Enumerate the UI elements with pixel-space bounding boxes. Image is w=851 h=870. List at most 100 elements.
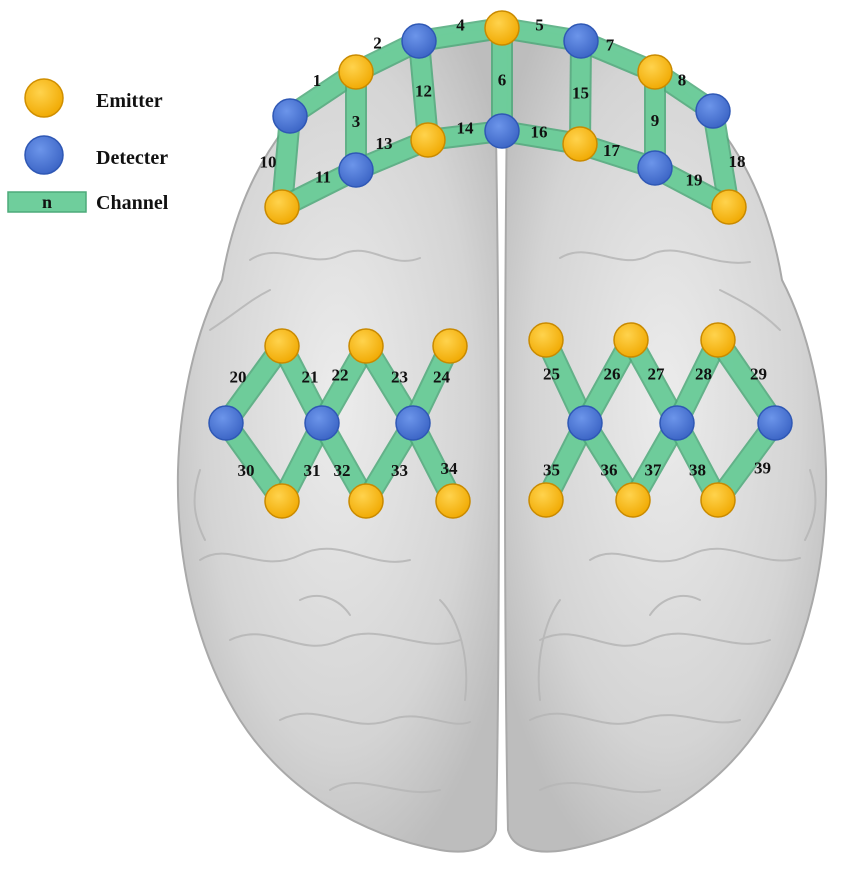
detector-optode-rd3 — [757, 405, 793, 441]
detector-optode-d5 — [563, 23, 599, 59]
channel-35-label: 35 — [543, 461, 560, 480]
emitter-optode-le5 — [348, 483, 384, 519]
detector-optode-ld2 — [304, 405, 340, 441]
detector-optode-d6 — [695, 93, 731, 129]
detector-optode-d2 — [401, 23, 437, 59]
gyrus-5 — [229, 632, 461, 647]
gyrus-11 — [209, 289, 271, 331]
channel-14-label: 14 — [457, 119, 475, 138]
emitter-optode-e2 — [338, 54, 374, 90]
gyrus-18 — [649, 595, 701, 616]
channel-12-label: 12 — [415, 82, 432, 101]
channel-2-label: 2 — [373, 34, 382, 53]
emitter-optode-le3 — [432, 328, 468, 364]
channel-17-label: 17 — [603, 141, 621, 160]
channel-38-label: 38 — [689, 461, 706, 480]
detector-optode-ld1 — [208, 405, 244, 441]
channel-15-label: 15 — [572, 84, 589, 103]
detector-optode-d4 — [484, 113, 520, 149]
channel-29-label: 29 — [750, 365, 767, 384]
detector-optode-d1 — [272, 98, 308, 134]
gyrus-12 — [719, 289, 781, 331]
gyrus-3 — [199, 547, 411, 563]
channel-33-label: 33 — [391, 461, 408, 480]
gyrus-2 — [559, 249, 751, 264]
channel-21-label: 21 — [302, 368, 319, 387]
gyri-texture — [193, 249, 817, 794]
channel-24-label: 24 — [433, 368, 451, 387]
emitter-optode-e1 — [264, 189, 300, 225]
channel-16-label: 16 — [531, 123, 548, 142]
channel-18-label: 18 — [729, 152, 746, 171]
channel-39-label: 39 — [754, 459, 771, 478]
detector-optode-d7 — [637, 150, 673, 186]
channel-30-label: 30 — [238, 461, 255, 480]
emitter-legend-icon — [24, 78, 64, 118]
channel-20-label: 20 — [230, 368, 247, 387]
gyrus-4 — [589, 547, 801, 563]
channel-4-label: 4 — [456, 16, 465, 35]
channel-19-label: 19 — [686, 171, 703, 190]
gyrus-15 — [439, 599, 468, 701]
channel-legend-swatch — [7, 191, 87, 213]
emitter-optode-re6 — [700, 482, 736, 518]
emitter-optode-le1 — [264, 328, 300, 364]
detector-optode-d3 — [338, 152, 374, 188]
channel-37-label: 37 — [645, 461, 663, 480]
channel-25-label: 25 — [543, 365, 560, 384]
gyrus-6 — [539, 632, 771, 647]
emitter-optode-e4 — [484, 10, 520, 46]
channel-34-label: 34 — [441, 459, 459, 478]
emitter-optode-re1 — [528, 322, 564, 358]
gyrus-9 — [329, 781, 441, 794]
channel-5-label: 5 — [535, 16, 544, 35]
emitter-legend-label: Emitter — [96, 90, 163, 112]
legend: Emitter Detecter n Channel — [7, 78, 169, 214]
channel-22-label: 22 — [332, 366, 349, 385]
emitter-optode-re3 — [700, 322, 736, 358]
gyrus-16 — [537, 599, 561, 701]
channel-13-label: 13 — [376, 134, 393, 153]
channel-28-label: 28 — [695, 365, 712, 384]
emitter-optode-re2 — [613, 322, 649, 358]
channel-26-label: 26 — [604, 365, 621, 384]
detector-optode-rd2 — [659, 405, 695, 441]
emitter-optode-e3 — [410, 122, 446, 158]
channel-legend-symbol: n — [42, 192, 52, 212]
detector-legend-label: Detecter — [96, 147, 168, 169]
channel-8-label: 8 — [678, 71, 687, 90]
gyrus-13 — [193, 469, 206, 541]
gyrus-7 — [279, 712, 471, 725]
channel-9-label: 9 — [651, 111, 660, 130]
gyrus-14 — [804, 469, 817, 541]
channel-36-label: 36 — [601, 461, 618, 480]
gyrus-10 — [539, 781, 661, 794]
detector-optode-ld3 — [395, 405, 431, 441]
channel-23-label: 23 — [391, 368, 408, 387]
emitter-optode-le2 — [348, 328, 384, 364]
channel-legend-label: Channel — [96, 192, 169, 214]
detector-optode-rd1 — [567, 405, 603, 441]
channel-31-label: 31 — [304, 461, 321, 480]
emitter-optode-re4 — [528, 482, 564, 518]
emitter-optode-re5 — [615, 482, 651, 518]
detector-legend-icon — [24, 135, 64, 175]
channel-32-label: 32 — [334, 461, 351, 480]
emitter-optode-le6 — [435, 483, 471, 519]
optode-layer — [208, 10, 793, 519]
emitter-optode-le4 — [264, 483, 300, 519]
channel-3-label: 3 — [352, 112, 361, 131]
channel-10-label: 10 — [260, 153, 277, 172]
channel-27-label: 27 — [648, 365, 666, 384]
gyrus-8 — [529, 712, 741, 725]
emitter-optode-e6 — [637, 54, 673, 90]
emitter-optode-e7 — [711, 189, 747, 225]
channel-7-label: 7 — [606, 36, 615, 55]
emitter-optode-e5 — [562, 126, 598, 162]
gyrus-17 — [299, 595, 351, 616]
channel-1-label: 1 — [313, 71, 322, 90]
channel-11-label: 11 — [315, 168, 331, 187]
channel-6-label: 6 — [498, 71, 507, 90]
